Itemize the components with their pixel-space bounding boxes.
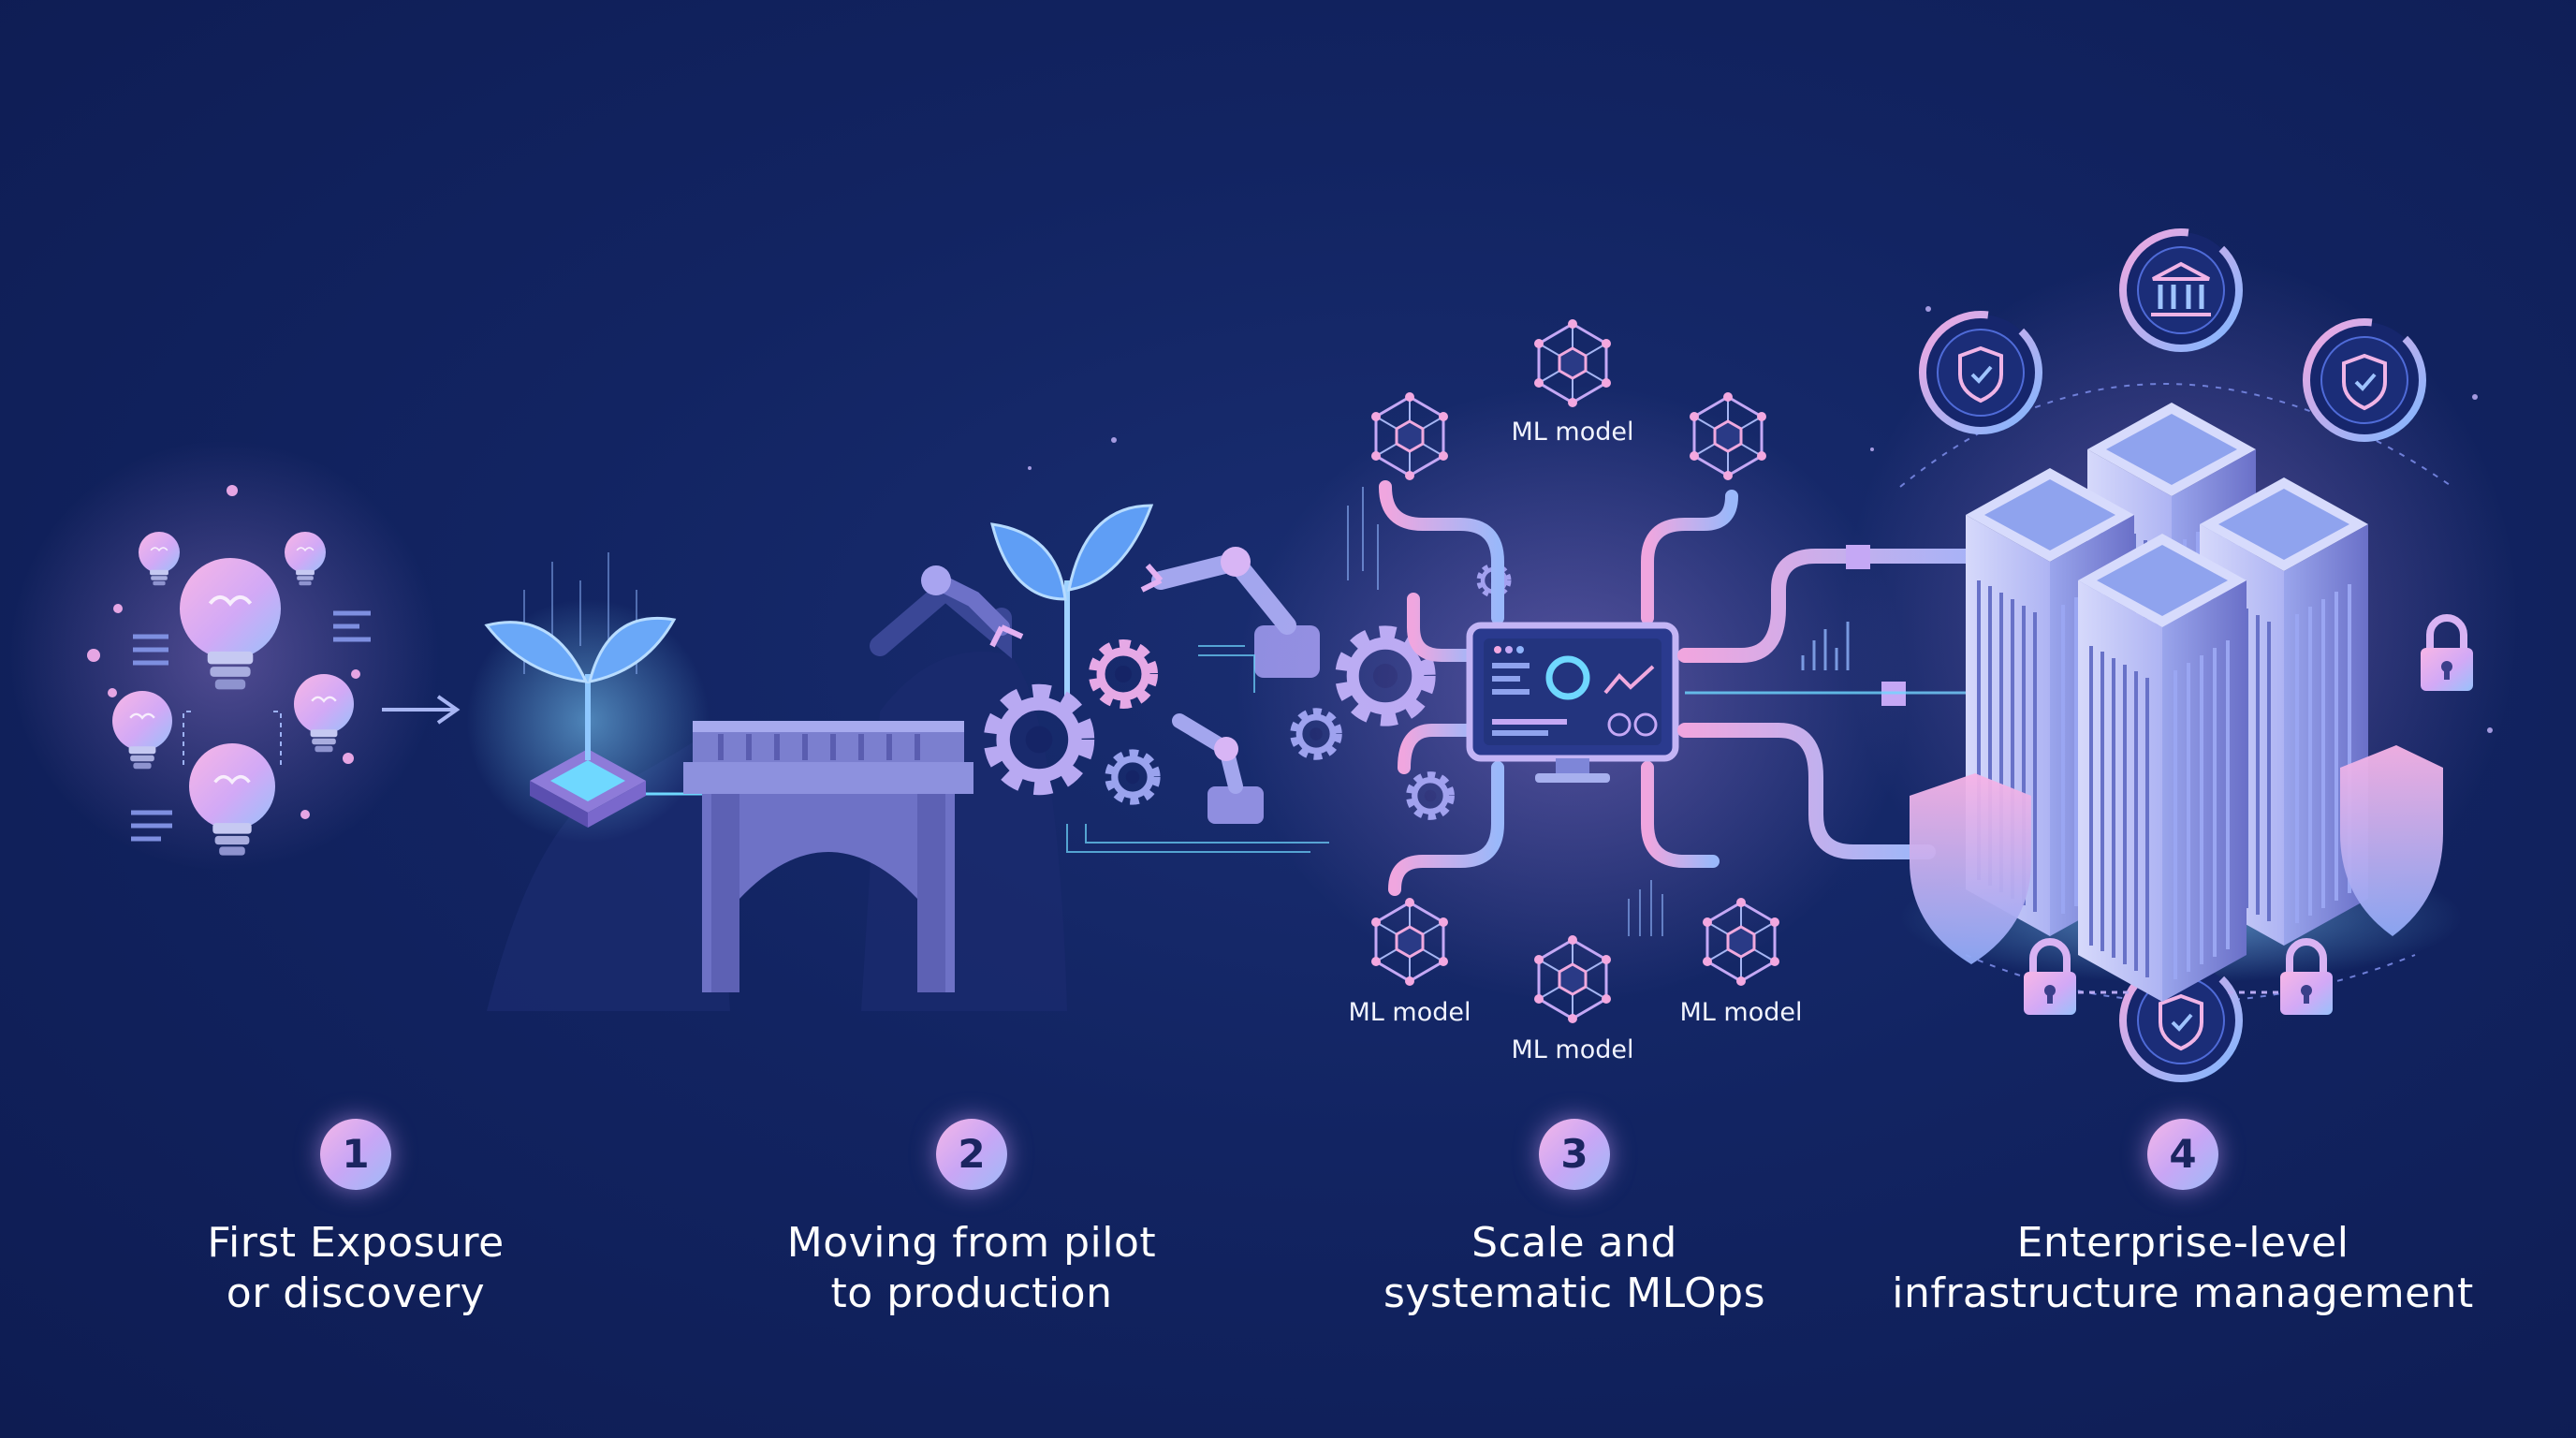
step-3: 3 Scale and systematic MLOps — [1219, 1119, 1930, 1319]
step-number-badge: 2 — [936, 1119, 1007, 1190]
step-number-badge: 3 — [1539, 1119, 1610, 1190]
stage1-illustration — [9, 440, 461, 871]
bank-icon — [2123, 232, 2239, 348]
step-title-line1: First Exposure — [207, 1219, 505, 1267]
stage2-illustration — [466, 504, 1508, 1011]
step-title-line2: infrastructure management — [1892, 1269, 2474, 1317]
shield-icon — [1910, 745, 2443, 964]
arrow-right-icon — [382, 695, 461, 725]
step-4: 4 Enterprise-level infrastructure manage… — [1827, 1119, 2539, 1319]
step-title-line2: or discovery — [226, 1269, 486, 1317]
step-title-line2: to production — [830, 1269, 1113, 1317]
step-2: 2 Moving from pilot to production — [616, 1119, 1327, 1319]
step-number-badge: 1 — [320, 1119, 391, 1190]
stage4-illustration — [1844, 232, 2518, 1078]
step-1: 1 First Exposure or discovery — [0, 1119, 711, 1319]
sprout-icon — [990, 504, 1154, 712]
monitor-dashboard-icon — [1466, 622, 1679, 783]
ml-model-label-top: ML model — [1512, 418, 1634, 447]
ml-model-label-bottom-center: ML model — [1512, 1035, 1634, 1064]
step-title-line1: Scale and — [1471, 1219, 1677, 1267]
step-title-line2: systematic MLOps — [1383, 1269, 1766, 1317]
sprout-icon — [484, 617, 677, 828]
ml-model-label-bottom-right: ML model — [1680, 998, 1803, 1027]
step-title-line1: Enterprise-level — [2016, 1219, 2349, 1267]
step-title-line1: Moving from pilot — [786, 1219, 1157, 1267]
server-tower-icon — [1964, 401, 2370, 1004]
bridge-icon — [683, 721, 973, 992]
ml-model-label-bottom-left: ML model — [1349, 998, 1471, 1027]
step-number-badge: 4 — [2147, 1119, 2218, 1190]
stage3-illustration: ML model ML model ML model ML model — [1236, 317, 1910, 1064]
